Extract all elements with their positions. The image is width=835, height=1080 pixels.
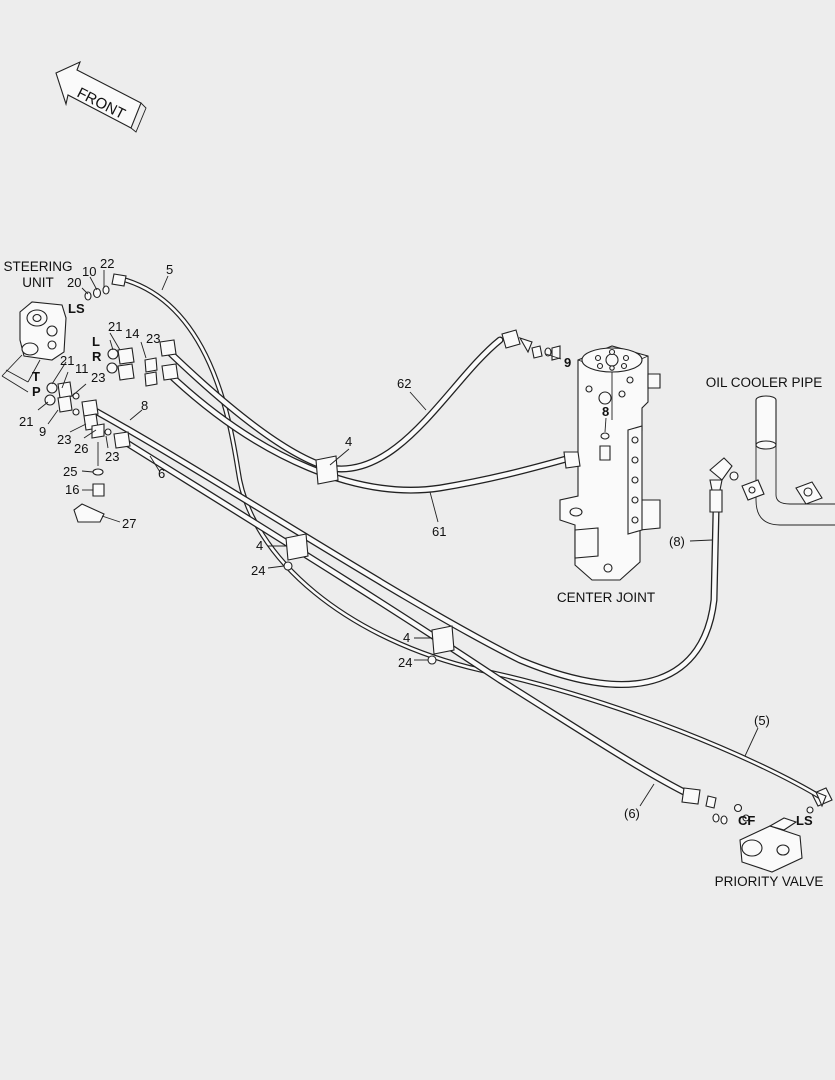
priority-valve: [733, 787, 833, 873]
caption-oil-cooler-pipe: OIL COOLER PIPE: [706, 375, 823, 390]
callout-21-b: 21: [60, 353, 74, 368]
callout-4-b: 4: [256, 538, 263, 553]
caption-steering-unit-line2: UNIT: [22, 275, 54, 290]
callout-23-b: 23: [91, 370, 105, 385]
callout-11: 11: [75, 361, 89, 376]
leader-lines: [37, 270, 759, 807]
clamps: [283, 455, 455, 665]
callout-25: 25: [63, 464, 77, 479]
hose-6: [118, 436, 694, 799]
callout-23-c: 23: [57, 432, 71, 447]
port-label-steering-r: R: [92, 349, 102, 364]
callout-6: 6: [158, 466, 165, 481]
front-arrow: FRONT: [55, 60, 147, 133]
callout-9: 9: [39, 424, 46, 439]
hose-5: [115, 275, 825, 801]
callout-23-d: 23: [105, 449, 119, 464]
callout-5: 5: [166, 262, 173, 277]
callout-24-b: 24: [398, 655, 412, 670]
callout-14: 14: [125, 326, 139, 341]
port-label-steering-ls: LS: [68, 301, 85, 316]
callout-6-ref: (6): [624, 806, 640, 821]
oil-cooler-pipe: [709, 395, 835, 526]
hose-8: [86, 404, 720, 688]
callout-21-a: 21: [108, 319, 122, 334]
port-label-joint-8: 8: [602, 404, 609, 419]
caption-center-joint: CENTER JOINT: [557, 590, 655, 605]
callout-5-ref: (5): [754, 713, 770, 728]
hose-61: [164, 369, 574, 494]
callout-10: 10: [82, 264, 96, 279]
center-joint: [559, 345, 661, 581]
hose-62: [161, 336, 504, 473]
caption-priority-valve: PRIORITY VALVE: [715, 874, 824, 889]
callout-21-c: 21: [19, 414, 33, 429]
callout-16: 16: [65, 482, 79, 497]
port-label-valve-cf: CF: [738, 813, 755, 828]
callout-22: 22: [100, 256, 114, 271]
caption-steering-unit-line1: STEERING: [3, 259, 72, 274]
loose-parts: [44, 285, 728, 825]
callout-24-a: 24: [251, 563, 265, 578]
callout-4-a: 4: [345, 434, 352, 449]
callout-27: 27: [122, 516, 136, 531]
port-label-steering-t: T: [32, 369, 40, 384]
callout-62: 62: [397, 376, 411, 391]
callout-8: 8: [141, 398, 148, 413]
port-label-valve-ls: LS: [796, 813, 813, 828]
callout-23-a: 23: [146, 331, 160, 346]
callout-20: 20: [67, 275, 81, 290]
steering-unit: [1, 301, 67, 393]
callout-8-ref: (8): [669, 534, 685, 549]
callout-4-c: 4: [403, 630, 410, 645]
port-label-steering-p: P: [32, 384, 41, 399]
port-label-joint-9: 9: [564, 355, 571, 370]
port-label-steering-l: L: [92, 334, 100, 349]
callout-61: 61: [432, 524, 446, 539]
fittings: [81, 273, 827, 809]
callout-26: 26: [74, 441, 88, 456]
